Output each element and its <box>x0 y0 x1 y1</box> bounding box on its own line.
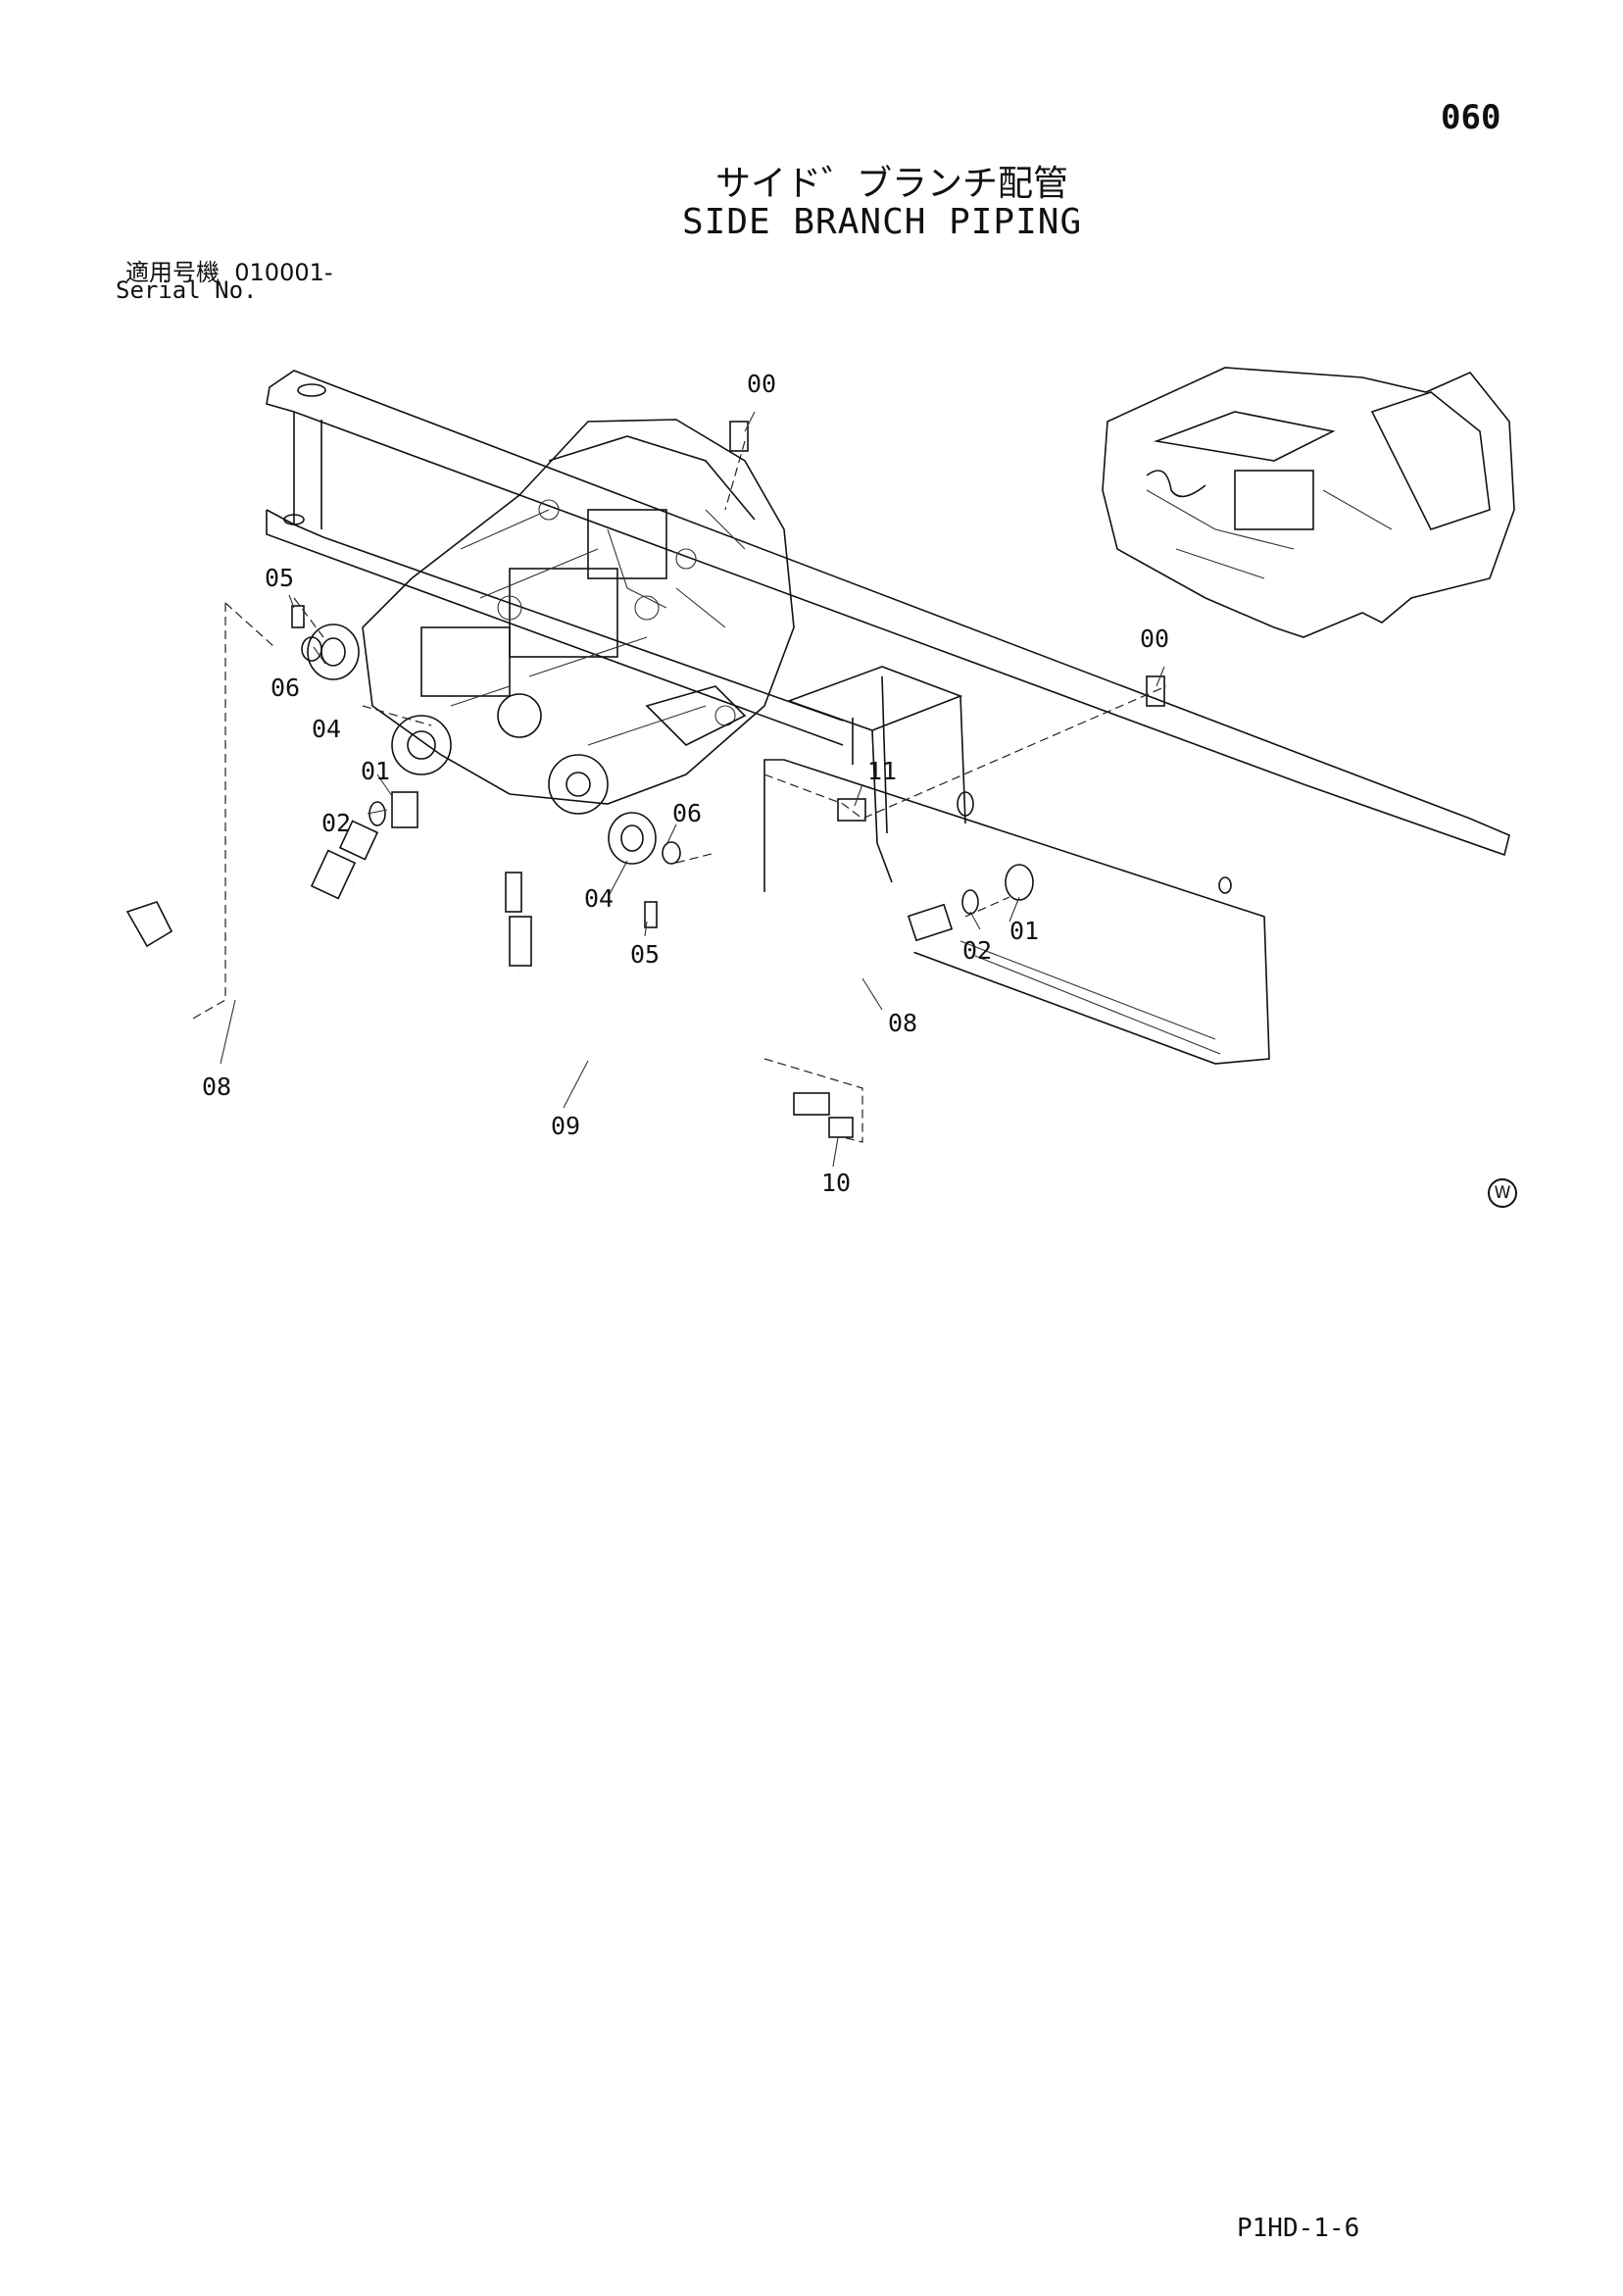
hose-09 <box>505 872 854 1138</box>
callout-06-left: 06 <box>270 674 300 702</box>
serial-value: 010001- <box>234 259 333 286</box>
page-number: 060 <box>1441 98 1501 137</box>
callout-11: 11 <box>867 757 897 785</box>
callout-08-left: 08 <box>202 1073 231 1101</box>
callout-01-left: 01 <box>361 757 390 785</box>
hydraulic-pump-assembly <box>362 419 795 815</box>
page-title: SIDE BRANCH PIPING <box>682 202 1083 242</box>
exploded-parts-diagram: 00 00 05 06 04 01 02 11 06 04 05 02 01 0… <box>125 367 1515 1197</box>
serial-label-japanese: 適用号機 <box>125 259 220 286</box>
leader-lines <box>220 411 1165 1168</box>
callout-04-center: 04 <box>584 884 614 913</box>
w-mark: W <box>1488 1178 1517 1208</box>
hose-08-left <box>125 820 379 999</box>
callout-02-right: 02 <box>962 936 992 965</box>
hose-08-right <box>681 864 1034 988</box>
frame-structure <box>266 370 1510 1065</box>
document-code: P1HD-1-6 <box>1237 2214 1360 2243</box>
callout-01-right: 01 <box>1009 917 1039 945</box>
callout-10: 10 <box>821 1169 851 1197</box>
callout-00-right: 00 <box>1140 624 1169 653</box>
callout-02-left: 02 <box>321 809 351 837</box>
callout-06-center: 06 <box>672 799 702 827</box>
serial-label: Serial No. <box>116 276 258 304</box>
callout-09: 09 <box>551 1112 580 1140</box>
callout-04-left: 04 <box>312 715 341 743</box>
split-flange-parts <box>291 421 1165 928</box>
callout-00-top: 00 <box>747 370 776 398</box>
machine-location-sketch <box>1102 367 1515 638</box>
callout-labels: 00 00 05 06 04 01 02 11 06 04 05 02 01 0… <box>202 370 1169 1197</box>
callout-05-top: 05 <box>265 564 294 592</box>
callout-05-center: 05 <box>630 940 660 969</box>
callout-08-right: 08 <box>888 1009 917 1037</box>
assembly-guide-lines <box>190 440 1167 1143</box>
serial-line: 適用号機 010001- <box>125 253 333 287</box>
page-title-japanese: サイド゛ブランチ配管 <box>715 164 1069 204</box>
